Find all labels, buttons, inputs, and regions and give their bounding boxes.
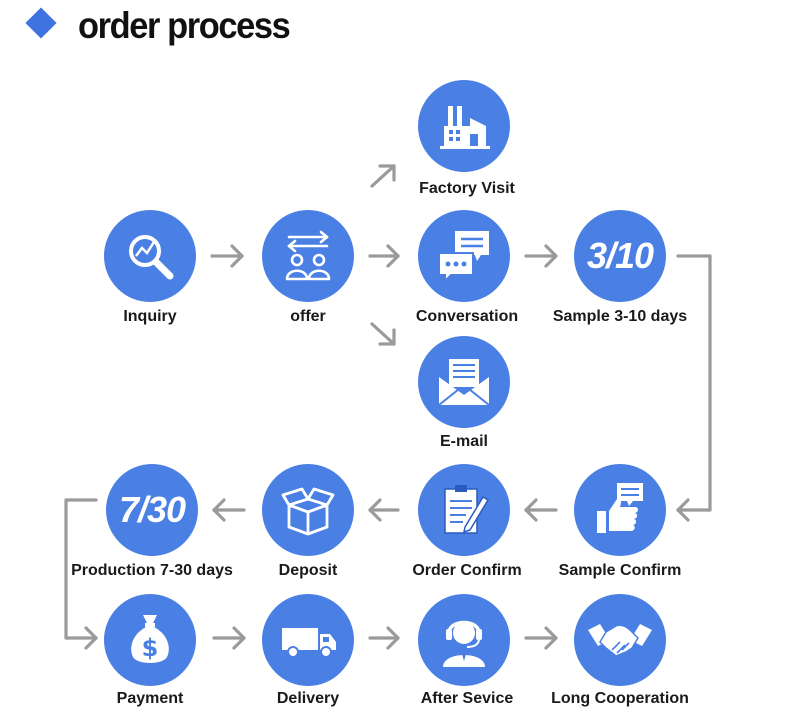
factory-visit-label: Factory Visit [419, 180, 515, 197]
clipboard-pen-icon [444, 485, 490, 534]
order-confirm-label: Order Confirm [412, 562, 522, 579]
arrow-conversation-sample [524, 244, 558, 268]
deposit-label: Deposit [278, 562, 338, 579]
arrow-production-payment [64, 498, 98, 650]
sample-confirm-node [574, 464, 666, 556]
arrow-after-long [524, 626, 558, 650]
handshake-icon [588, 624, 652, 657]
sample-days-value: 3/10 [586, 235, 654, 276]
arrow-offer-factory [370, 164, 396, 188]
inquiry-node [104, 210, 196, 302]
arrow-sample-sampleconfirm [676, 254, 712, 522]
email-label: E-mail [439, 433, 488, 450]
arrow-delivery-after [368, 626, 400, 650]
delivery-label: Delivery [276, 690, 340, 707]
arrow-deposit-production [212, 498, 246, 522]
production-days-value: 7/30 [118, 489, 186, 530]
production-label: Production 7-30 days [71, 562, 233, 579]
magnifier-chart-icon [129, 235, 174, 280]
delivery-node [262, 594, 354, 686]
inquiry-label: Inquiry [123, 308, 177, 325]
email-node [418, 336, 510, 428]
conversation-label: Conversation [415, 308, 519, 325]
sample-confirm-label: Sample Confirm [558, 562, 682, 579]
sample-node: 3/10 [574, 210, 666, 302]
conversation-node [418, 210, 510, 302]
long-cooperation-node [574, 594, 666, 686]
money-bag-icon: $ [131, 615, 169, 663]
factory-icon [440, 106, 490, 149]
open-box-icon [281, 487, 335, 536]
production-node: 7/30 [106, 464, 198, 556]
arrow-sampleconfirm-order [524, 498, 558, 522]
thumbs-up-message-icon [597, 483, 643, 533]
after-service-label: After Sevice [420, 690, 514, 707]
factory-visit-node [418, 80, 510, 172]
deposit-node [262, 464, 354, 556]
long-cooperation-label: Long Cooperation [551, 690, 689, 707]
headset-agent-icon [443, 620, 485, 667]
offer-node [262, 210, 354, 302]
payment-node: $ [104, 594, 196, 686]
page-title: order process [78, 5, 291, 46]
arrow-inquiry-offer [210, 244, 244, 268]
sample-label: Sample 3-10 days [552, 308, 688, 325]
order-confirm-node [418, 464, 510, 556]
after-service-node [418, 594, 510, 686]
arrow-offer-conversation [368, 244, 400, 268]
arrow-payment-delivery [212, 626, 246, 650]
chat-bubbles-icon [438, 231, 489, 284]
offer-label: offer [290, 308, 326, 325]
arrow-offer-email [370, 322, 396, 346]
people-exchange-icon [285, 230, 331, 281]
payment-label: Payment [116, 690, 184, 707]
envelope-icon [438, 359, 490, 406]
svg-text:$: $ [142, 634, 159, 662]
truck-icon [282, 628, 336, 658]
arrow-order-deposit [368, 498, 400, 522]
